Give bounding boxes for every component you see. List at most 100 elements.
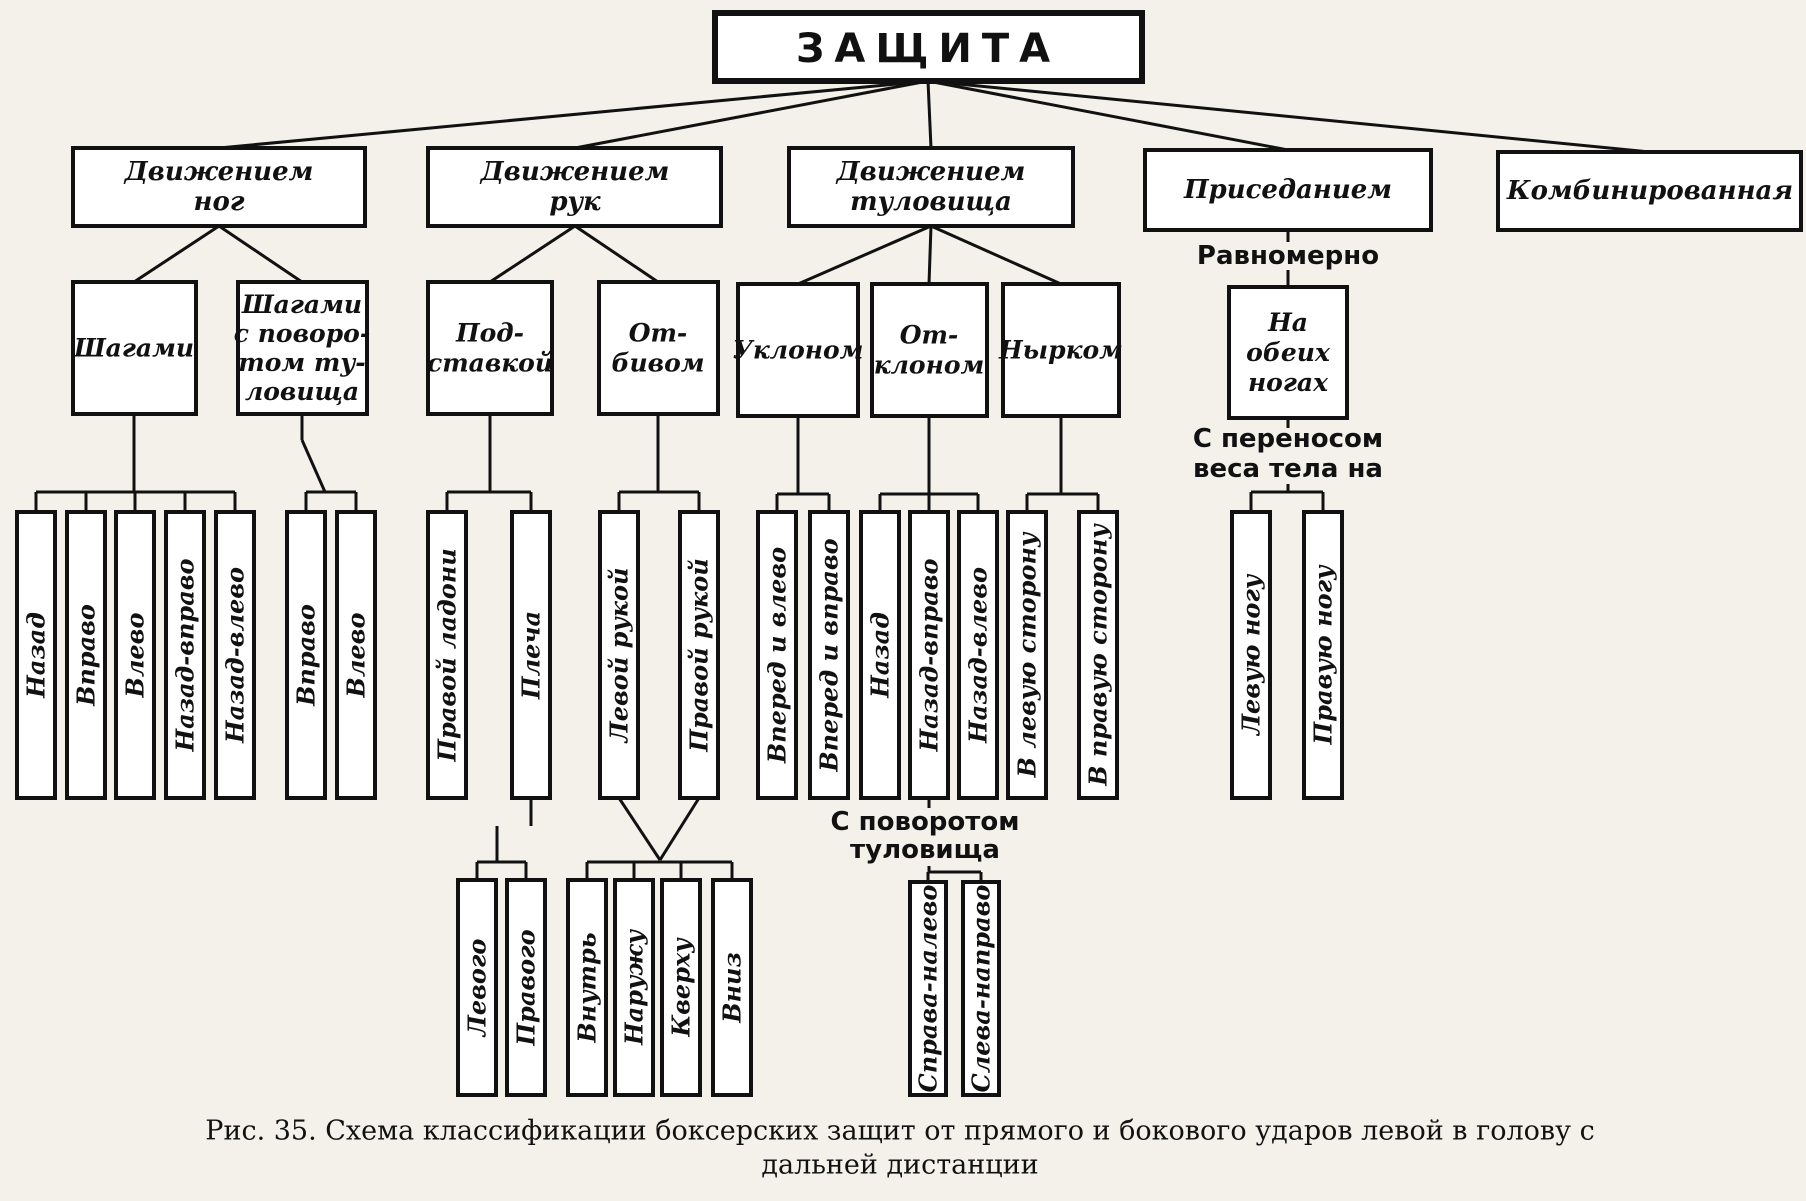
leaf-box bbox=[808, 510, 850, 800]
connector-line bbox=[133, 224, 220, 284]
connector-line bbox=[797, 224, 932, 286]
subcategory-label: ногах bbox=[1248, 368, 1329, 397]
category-box bbox=[71, 146, 367, 228]
leaf-box bbox=[1302, 510, 1344, 800]
leaf-label: Назад-влево bbox=[964, 567, 993, 744]
leaf-box bbox=[285, 510, 327, 800]
connector-line bbox=[927, 225, 933, 285]
leaf-label: Левой рукой bbox=[605, 568, 634, 745]
leaf-label: В левую сторону bbox=[1013, 531, 1042, 778]
leaf-box bbox=[510, 510, 552, 800]
leaf-box bbox=[114, 510, 156, 800]
note-with-turn: С поворотом bbox=[831, 807, 1020, 837]
leaf-box bbox=[65, 510, 107, 800]
leaf-label: Влево bbox=[121, 613, 150, 699]
category-label: Комбинированная bbox=[1506, 176, 1793, 206]
subcategory-label: бивом bbox=[611, 349, 704, 378]
connector-line bbox=[489, 224, 576, 284]
leaf-label: Левую ногу bbox=[1237, 573, 1266, 737]
leaf-box bbox=[426, 510, 468, 800]
category-box bbox=[1143, 148, 1433, 232]
category-label: ног bbox=[194, 187, 245, 217]
leaf-box bbox=[660, 878, 702, 1097]
leaf-box bbox=[859, 510, 901, 800]
leaf-box bbox=[214, 510, 256, 800]
leaf-box bbox=[15, 510, 57, 800]
leaf-label: Правой ладони bbox=[433, 548, 462, 762]
connector-line bbox=[930, 224, 1062, 286]
subcategory-label: Шагами bbox=[241, 290, 362, 319]
subcategory-label: клоном bbox=[874, 351, 985, 380]
leaf-box bbox=[1006, 510, 1048, 800]
leaf-label: Вперед и влево bbox=[763, 547, 792, 764]
connector-line bbox=[926, 80, 933, 149]
leaf-box bbox=[456, 878, 498, 1097]
leaf-label: Наружу bbox=[620, 928, 649, 1046]
subcategory-label: От- bbox=[900, 321, 959, 350]
subcategory-label: Уклоном bbox=[733, 336, 864, 365]
leaf-label: Плеча bbox=[517, 611, 546, 700]
leaf-label: Влево bbox=[342, 613, 371, 699]
leaf-box bbox=[566, 878, 608, 1097]
connector-line bbox=[218, 79, 929, 150]
diagram-title: ЗАЩИТА bbox=[796, 26, 1060, 72]
title-box bbox=[712, 10, 1145, 84]
note-weight-transfer: веса тела на bbox=[1193, 454, 1383, 484]
subcategory-label: ловища bbox=[245, 377, 359, 406]
leaf-box bbox=[613, 878, 655, 1097]
subcategory-box bbox=[736, 282, 860, 418]
note-weight-transfer: С переносом bbox=[1193, 424, 1383, 454]
leaf-box bbox=[505, 878, 547, 1097]
leaf-box bbox=[908, 880, 948, 1097]
leaf-label: Вперед и вправо bbox=[815, 538, 844, 772]
figure-caption: Рис. 35. Схема классификации боксерских … bbox=[205, 1116, 1594, 1147]
subcategory-box bbox=[870, 282, 989, 418]
leaf-label: Правого bbox=[512, 929, 541, 1046]
note-with-turn: туловища bbox=[850, 835, 1000, 865]
diagram-boxes bbox=[15, 10, 1803, 1097]
category-label: Приседанием bbox=[1183, 175, 1392, 205]
connector-line bbox=[927, 79, 1651, 154]
leaf-label: Внутрь bbox=[573, 932, 602, 1043]
subcategory-label: с поворо- bbox=[234, 319, 370, 348]
figure-caption: дальней дистанции bbox=[761, 1150, 1038, 1181]
subcategory-box bbox=[236, 280, 369, 416]
leaf-label: Назад bbox=[22, 612, 51, 699]
leaf-label: Левого bbox=[463, 939, 492, 1039]
leaf-label: Вниз bbox=[718, 952, 747, 1024]
leaf-label: Кверху bbox=[667, 937, 696, 1038]
leaf-label: В правую сторону bbox=[1084, 523, 1113, 787]
leaf-label: Назад-вправо bbox=[915, 558, 944, 752]
diagram-texts: ЗАЩИТАДвижениемногДвижениемрукДвижениемт… bbox=[22, 26, 1794, 1181]
connector-lines bbox=[34, 79, 1651, 882]
leaf-box bbox=[678, 510, 720, 800]
leaf-box bbox=[335, 510, 377, 800]
category-label: туловища bbox=[850, 187, 1012, 217]
connector-line bbox=[658, 797, 701, 861]
subcategory-label: Нырком bbox=[998, 336, 1123, 365]
leaf-label: Правую ногу bbox=[1309, 564, 1338, 746]
leaf-box bbox=[908, 510, 950, 800]
leaf-box bbox=[756, 510, 798, 800]
leaf-label: Назад bbox=[866, 612, 895, 699]
connector-line bbox=[927, 79, 1289, 152]
subcategory-label: Шагами bbox=[73, 334, 194, 363]
category-label: рук bbox=[549, 187, 601, 217]
connector-line bbox=[218, 224, 303, 284]
category-label: Движением bbox=[123, 157, 314, 187]
leaf-box bbox=[711, 878, 753, 1097]
category-label: Движением bbox=[479, 157, 670, 187]
subcategory-box bbox=[426, 280, 554, 416]
subcategory-label: На bbox=[1267, 308, 1308, 337]
subcategory-label: Под- bbox=[455, 319, 524, 348]
subcategory-box bbox=[1001, 282, 1121, 418]
subcategory-box bbox=[1227, 285, 1349, 420]
leaf-box bbox=[164, 510, 206, 800]
connector-line bbox=[574, 79, 929, 150]
subcategory-label: том ту- bbox=[238, 348, 365, 377]
leaf-label: Вправо bbox=[292, 604, 321, 707]
note-evenly: Равномерно bbox=[1197, 241, 1379, 271]
category-box bbox=[787, 146, 1075, 228]
leaf-label: Правой рукой bbox=[685, 558, 714, 752]
